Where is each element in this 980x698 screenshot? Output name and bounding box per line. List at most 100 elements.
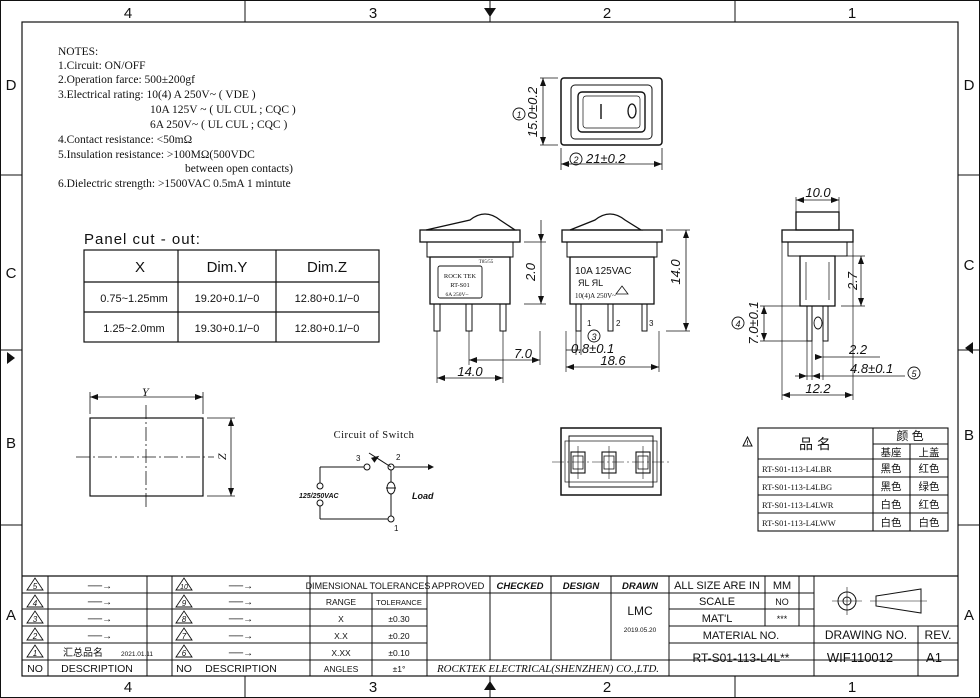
model-label: RT-S01	[450, 282, 470, 289]
dim-height: 2.0	[523, 262, 538, 282]
variants-sub-cover: 上盖	[919, 446, 940, 459]
drawing-no-label: DRAWING NO.	[825, 628, 907, 642]
col-desc: DESCRIPTION	[205, 663, 277, 675]
note-line: 3.Electrical rating: 10(4) A 250V~ ( VDE…	[58, 89, 256, 101]
scale-value: NO	[775, 597, 789, 607]
drawn-by: LMC	[627, 604, 653, 618]
front-view-arrows	[437, 234, 544, 381]
rev-desc: ──→	[228, 631, 253, 642]
cutout-cell: 0.75~1.25mm	[100, 293, 168, 305]
tol-value: ±0.10	[388, 648, 409, 658]
rev-desc: ──→	[87, 597, 112, 608]
rev-no: 10	[180, 584, 188, 591]
marker-3	[587, 329, 601, 343]
variant-code: RT-S01-113-L4LWW	[762, 518, 836, 528]
dim-terminal: 0.8±0.1	[571, 341, 614, 356]
tol-range: ANGLES	[324, 664, 359, 674]
row-label: B	[964, 427, 974, 444]
variant-code: RT-S01-113-L4LBG	[762, 482, 832, 492]
circuit-title: Circuit of Switch	[334, 430, 415, 441]
dim-width: 14.0	[457, 364, 483, 379]
rating-label: 6A 250V~	[446, 292, 469, 298]
warning-icon	[742, 435, 753, 447]
variant-cover: 白色	[919, 516, 940, 529]
tolerances-title: DIMENSIONAL TOLERANCES	[306, 581, 431, 591]
projection-symbol	[832, 587, 927, 615]
circuit-pin: 3	[356, 454, 361, 463]
cutout-cell: 12.80+0.1/−0	[295, 293, 360, 305]
marker-5	[907, 366, 921, 380]
tol-col-range: RANGE	[326, 597, 357, 607]
svg-text:1: 1	[516, 110, 521, 120]
marks-label: T85/55	[479, 260, 494, 265]
rev-desc: ──→	[228, 597, 253, 608]
dim-pin: 7.0	[514, 346, 533, 361]
drawn-label: DRAWN	[622, 581, 659, 592]
row-label: D	[964, 77, 975, 94]
col-label: 3	[369, 679, 377, 696]
rev-desc: ──→	[87, 614, 112, 625]
pin-label: 3	[649, 319, 654, 328]
rev-label: REV.	[925, 628, 952, 642]
column-labels: 4 3 2 1 4 3 2 1	[124, 5, 856, 696]
svg-text:5: 5	[911, 369, 917, 379]
marker-4	[731, 316, 745, 330]
col-no: NO	[176, 663, 192, 675]
dim-width: 21±0.2	[585, 151, 626, 166]
panel-cutout: Panel cut - out: X Dim.Y Dim.Z 0.75~1.25…	[83, 231, 380, 343]
note-line: 4.Contact resistance: <50mΩ	[58, 134, 192, 146]
col-no: NO	[27, 663, 43, 675]
variant-code: RT-S01-113-L4LWR	[762, 500, 834, 510]
note-line: 6.Dielectric strength: >1500VAC 0.5mA 1 …	[58, 178, 291, 190]
side-view-labels: 10A 125VAC ЯL ЯL 10(4)A 250V~ 1 2 3 3 0.…	[571, 259, 683, 368]
cutout-header: Dim.Z	[307, 259, 347, 276]
col-label: 1	[848, 679, 856, 696]
checked-label: CHECKED	[497, 581, 544, 592]
rev-desc: ──→	[228, 648, 253, 659]
row-label: C	[6, 265, 17, 282]
row-label: B	[6, 435, 16, 452]
panel-cutout-title: Panel cut - out:	[84, 231, 201, 248]
cutout-cell: 19.20+0.1/−0	[195, 293, 260, 305]
rev-desc: ──→	[87, 581, 112, 592]
note-line: 6A 250V~ ( UL CUL ; CQC )	[150, 119, 287, 131]
tol-range: X.X	[334, 631, 348, 641]
side-view-arrows	[566, 230, 689, 370]
scale-label: SCALE	[699, 596, 735, 608]
svg-text:2: 2	[572, 155, 578, 165]
all-size-value: MM	[773, 580, 791, 592]
row-label: A	[6, 607, 16, 624]
rev-value: A1	[926, 650, 942, 665]
marker-1	[512, 107, 526, 121]
row-label: C	[964, 257, 975, 274]
note-line: 10A 125V ~ ( UL CUL ; CQC )	[150, 104, 296, 116]
title-block: 5 4 3 2 1 10 9 8 7 6 ──→ ──→ ──→ ──→ ──→…	[22, 575, 958, 676]
tol-value: ±1°	[393, 664, 406, 674]
col-desc: DESCRIPTION	[61, 663, 133, 675]
material-no-label: MATERIAL NO.	[703, 630, 779, 642]
rev-no: 3	[33, 615, 38, 624]
variants-header-color: 颜 色	[896, 428, 923, 443]
material-no-value: RT-S01-113-L4L**	[693, 651, 790, 665]
circuit-diagram: Circuit of Switch 3 2 1 125/250VAC Load	[299, 430, 434, 533]
off-symbol	[627, 103, 637, 119]
variants-sub-base: 基座	[881, 446, 902, 459]
variant-cover: 红色	[919, 498, 940, 511]
notes-block: NOTES: 1.Circuit: ON/OFF 2.Operation far…	[58, 46, 296, 190]
front-view	[419, 213, 546, 383]
rev-no: 1	[33, 649, 37, 658]
note-line: 1.Circuit: ON/OFF	[58, 60, 146, 72]
end-view-labels: 10.0 2.7 7.0±0.1 2.2 4.8±0.1 12.2 4 5	[731, 185, 921, 396]
dim-right: 2.7	[845, 271, 860, 291]
rev-no: 8	[182, 615, 187, 624]
col-label: 4	[124, 679, 132, 696]
approved-label: APPROVED	[432, 581, 485, 592]
top-view: 1 15.0±0.2 2 21±0.2	[512, 77, 663, 170]
rev-desc: ──→	[228, 581, 253, 592]
brand-label: ROCK TEK	[444, 273, 477, 280]
bottom-view	[552, 427, 670, 496]
row-label: A	[964, 607, 974, 624]
rev-desc: ──→	[87, 631, 112, 642]
cutout-y-label: Y	[142, 385, 150, 399]
